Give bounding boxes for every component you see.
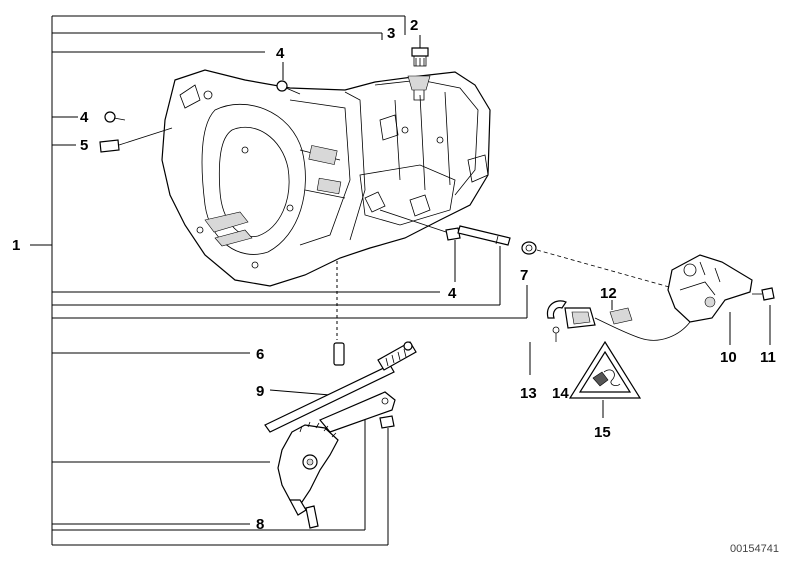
callout-15: 15 <box>594 424 611 441</box>
callout-7: 7 <box>520 267 528 284</box>
detent-pin <box>333 342 345 366</box>
callout-14: 14 <box>552 385 569 402</box>
roll-pin <box>305 505 319 529</box>
shaft-seal <box>521 241 537 255</box>
warning-label <box>568 340 642 399</box>
bracket-screw <box>379 415 395 429</box>
vent-cap <box>411 47 429 67</box>
selector-rod <box>264 341 417 433</box>
housing-bolt-left <box>104 111 126 123</box>
detent-plate <box>277 421 339 516</box>
selector-shaft <box>457 225 511 246</box>
callout-4-top: 4 <box>276 45 285 62</box>
callout-13: 13 <box>520 385 537 402</box>
transmission-housing <box>161 69 491 287</box>
callout-12: 12 <box>600 285 617 302</box>
callout-3: 3 <box>387 25 395 42</box>
clamp-ring <box>546 300 567 342</box>
leader-lines <box>30 15 771 546</box>
callout-5: 5 <box>80 137 88 154</box>
callout-4-left: 4 <box>80 109 89 126</box>
callout-1: 1 <box>12 237 20 254</box>
selector-lever <box>319 391 396 433</box>
callout-10: 10 <box>720 349 737 366</box>
callout-6: 6 <box>256 346 264 363</box>
switch-bolt <box>752 287 775 301</box>
callout-9: 9 <box>256 383 264 400</box>
switch-connector <box>564 307 596 329</box>
switch-cable <box>594 317 691 341</box>
position-switch <box>667 254 753 323</box>
cable-clip <box>609 307 633 325</box>
housing-bolt-lower <box>379 209 461 241</box>
callout-11: 11 <box>760 349 776 366</box>
callout-4-lower: 4 <box>448 285 457 302</box>
shaft-axis <box>536 249 681 291</box>
callout-8: 8 <box>256 516 264 533</box>
housing-bolt-top <box>276 80 301 95</box>
callout-labels: 1 2 3 4 4 5 4 7 6 9 8 12 10 11 13 14 15 … <box>12 17 779 555</box>
vent-sleeve <box>407 75 431 101</box>
dowel-pin <box>99 127 173 153</box>
document-id: 00154741 <box>730 543 779 555</box>
callout-2: 2 <box>410 17 418 34</box>
